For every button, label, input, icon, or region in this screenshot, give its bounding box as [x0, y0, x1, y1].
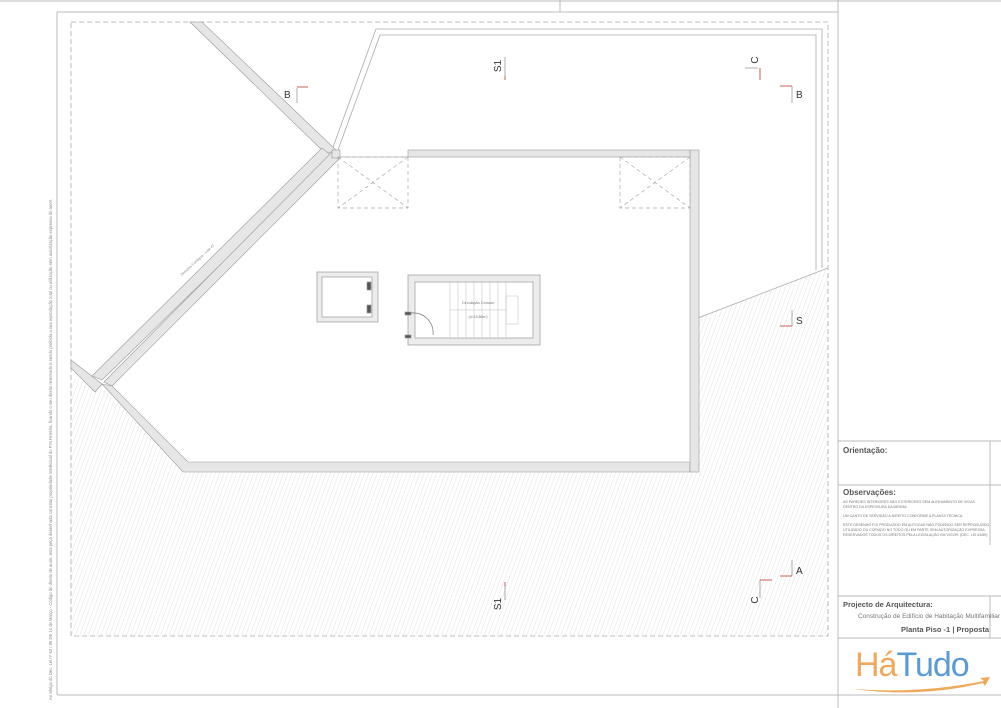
- section-label-c-top: C: [750, 56, 761, 63]
- observation-line: RESERVADOS TODOS OS DIREITOS PELA LEGISL…: [843, 533, 988, 537]
- sheet-title: Planta Piso -1 | Proposta: [901, 625, 989, 634]
- hatudo-logo: HáTudo: [855, 646, 970, 685]
- observation-line: UM CANTO DE SERVIDÃO A DIREITO CONFORME …: [843, 514, 964, 518]
- section-label-s-right: S: [796, 316, 803, 327]
- terrain-hatch: [71, 268, 828, 636]
- observations-list: AS PAREDES INTERIORES SÃO EXTERIORES SEM…: [843, 500, 989, 538]
- section-marker-lines: [296, 57, 793, 600]
- plot-boundary: [70, 21, 829, 637]
- elevator-shaft: [316, 271, 379, 323]
- observation-line: UTILIZADO OU COPIADO NO TODO OU EM PARTE…: [843, 528, 986, 532]
- observation-line: AS PAREDES INTERIORES SÃO EXTERIORES SEM…: [843, 500, 975, 504]
- observations-label: Observações:: [843, 488, 896, 497]
- terrain-edge: [697, 267, 829, 319]
- copyright-note: Ao abrigo do Dec. Lei nº 63 / 85 DE 14 d…: [48, 198, 53, 700]
- skylight-voids: [337, 156, 691, 209]
- building-walls: [101, 149, 700, 473]
- section-label-b-left: B: [284, 90, 291, 101]
- section-label-s1-top: S1: [493, 59, 504, 72]
- section-label-c-bottom: C: [750, 596, 761, 603]
- party-walls: [70, 21, 341, 393]
- title-block-lines: [838, 440, 1001, 639]
- project-name: Construção de Edifício de Habitação Mult…: [858, 613, 1000, 620]
- stair-core: [404, 274, 541, 346]
- section-label-s1-bottom: S1: [493, 597, 504, 610]
- logo-part-tudo: Tudo: [896, 646, 969, 684]
- logo-part-ha: Há: [855, 646, 897, 684]
- stair-area-label: (A=15,80m²): [469, 315, 488, 319]
- observation-line: ESTE DESENHO FOI PRODUZIDO EM AUTOCAD NÃ…: [843, 523, 989, 527]
- stair-label: Circulação Comum: [462, 301, 494, 305]
- section-label-b-right: B: [796, 90, 803, 101]
- upper-boundary-inner: [337, 34, 817, 270]
- section-label-a-right: A: [796, 566, 803, 577]
- upper-boundary: [331, 28, 823, 268]
- observation-line: DENTRO DA ESPESSURA DA MESMA.: [843, 505, 908, 509]
- project-label: Projecto de Arquitectura:: [843, 600, 933, 609]
- orientation-label: Orientação:: [843, 446, 888, 455]
